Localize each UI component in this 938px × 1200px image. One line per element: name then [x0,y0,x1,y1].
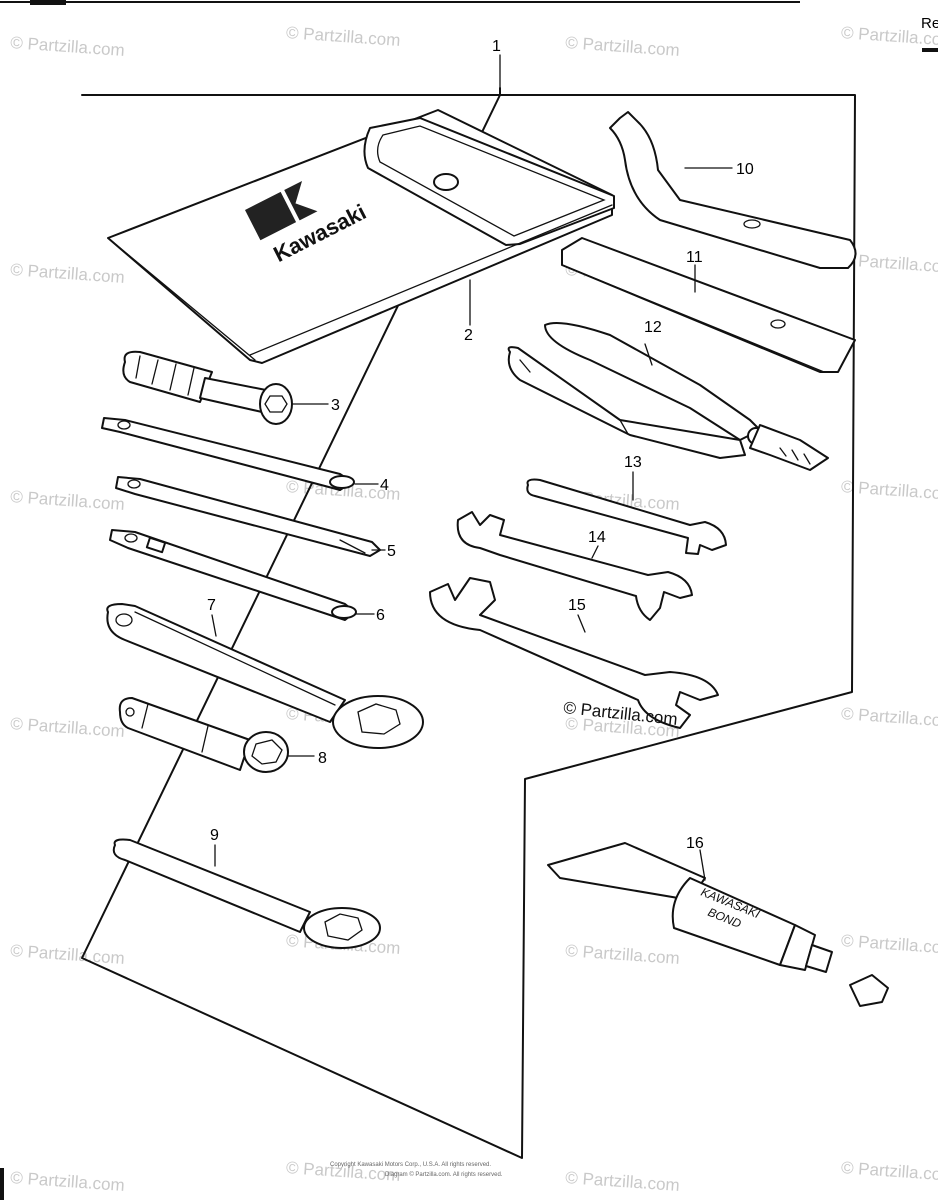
watermark-text: © Partzilla.com [10,941,126,968]
open-end-wrench-small [526,478,727,555]
watermark-text: © Partzilla.com [285,23,401,50]
top-left-mark [30,0,66,5]
open-end-wrench-medium [456,511,693,621]
screwdriver-blade-c [109,529,357,621]
footer-fine-print-1: Copyright Kawasaki Motors Corp., U.S.A. … [330,1162,491,1168]
right-edge-mark [922,48,938,52]
watermark-text: © Partzilla.com [10,33,126,60]
leader-line-12 [644,343,653,366]
screwdriver-blade-a [101,417,355,491]
watermark-text: © Partzilla.com [565,1168,681,1195]
box-end-wrench [106,603,424,749]
callout-layer: 1 2 3 4 5 6 7 8 9 10 11 12 13 14 15 16 [207,38,754,852]
callout-9: 9 [210,827,219,844]
socket-extension [118,697,289,773]
screwdriver-blade-b [115,476,381,557]
open-end-wrench-large [429,577,719,729]
right-edge-text: Re [921,15,938,32]
leader-line-7 [211,614,217,637]
footer-fine-print-2: Diagram © Partzilla.com. All rights rese… [385,1171,503,1178]
watermark-text: © Partzilla.com [10,260,126,287]
callout-5: 5 [387,543,396,560]
watermark-text: © Partzilla.com [10,1168,126,1195]
watermark-text: © Partzilla.com [565,33,681,60]
watermark-text: © Partzilla.com [840,477,938,504]
callout-8: 8 [318,750,327,767]
callout-6: 6 [376,607,385,624]
pliers [507,322,829,471]
callout-14: 14 [588,529,606,546]
watermark-text: © Partzilla.com [565,941,681,968]
bond-tube: KAWASAKI BOND [547,842,889,1007]
ring-spanner [112,838,381,949]
callout-16: 16 [686,835,704,852]
watermark-text: © Partzilla.com [10,487,126,514]
callout-2: 2 [464,327,473,344]
watermark-text: © Partzilla.com [10,714,126,741]
callout-7: 7 [207,597,216,614]
leader-line-14 [591,545,599,559]
watermark-text: © Partzilla.com [840,1158,938,1185]
callout-13: 13 [624,454,642,471]
callout-11: 11 [686,249,703,266]
callout-1: 1 [492,38,501,55]
watermark-text: © Partzilla.com [840,704,938,731]
left-edge-mark [0,1168,4,1200]
hook-spanner [609,111,857,269]
callout-15: 15 [568,597,586,614]
callout-3: 3 [331,397,340,414]
flat-bar [561,237,856,373]
tool-pouch: Kawasaki [107,109,615,364]
leader-line-15 [577,614,586,633]
callout-10: 10 [736,161,754,178]
screwdriver-handle [122,350,293,425]
callout-4: 4 [380,477,389,494]
leader-line-16 [699,849,706,881]
watermark-text: © Partzilla.com [840,931,938,958]
callout-12: 12 [644,319,662,336]
